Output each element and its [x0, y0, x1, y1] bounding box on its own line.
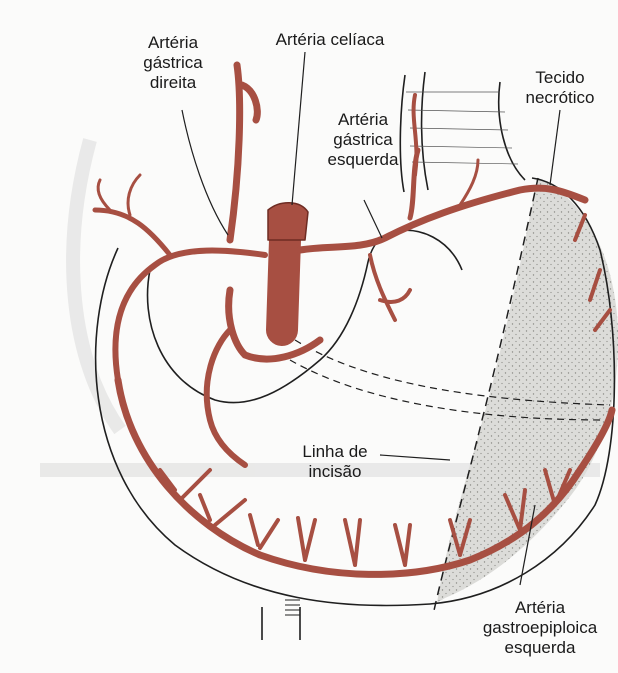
label-tecido-necrotico: Tecido necrótico: [510, 68, 610, 108]
label-arteria-gastrica-direita: Artéria gástrica direita: [118, 33, 228, 93]
label-arteria-gastrica-esquerda: Artéria gástrica esquerda: [308, 110, 418, 170]
esophagus: [400, 72, 525, 192]
label-linha-de-incisao: Linha de incisão: [285, 442, 385, 482]
label-arteria-celiaca: Artéria celíaca: [255, 30, 405, 50]
label-arteria-gastroepiploica-esquerda: Artéria gastroepiploica esquerda: [470, 598, 610, 658]
celiac-top-vessel: [230, 65, 257, 240]
right-gastric-artery: [115, 251, 265, 380]
celiac-trunk: [282, 240, 285, 330]
pylorus: [285, 600, 300, 615]
